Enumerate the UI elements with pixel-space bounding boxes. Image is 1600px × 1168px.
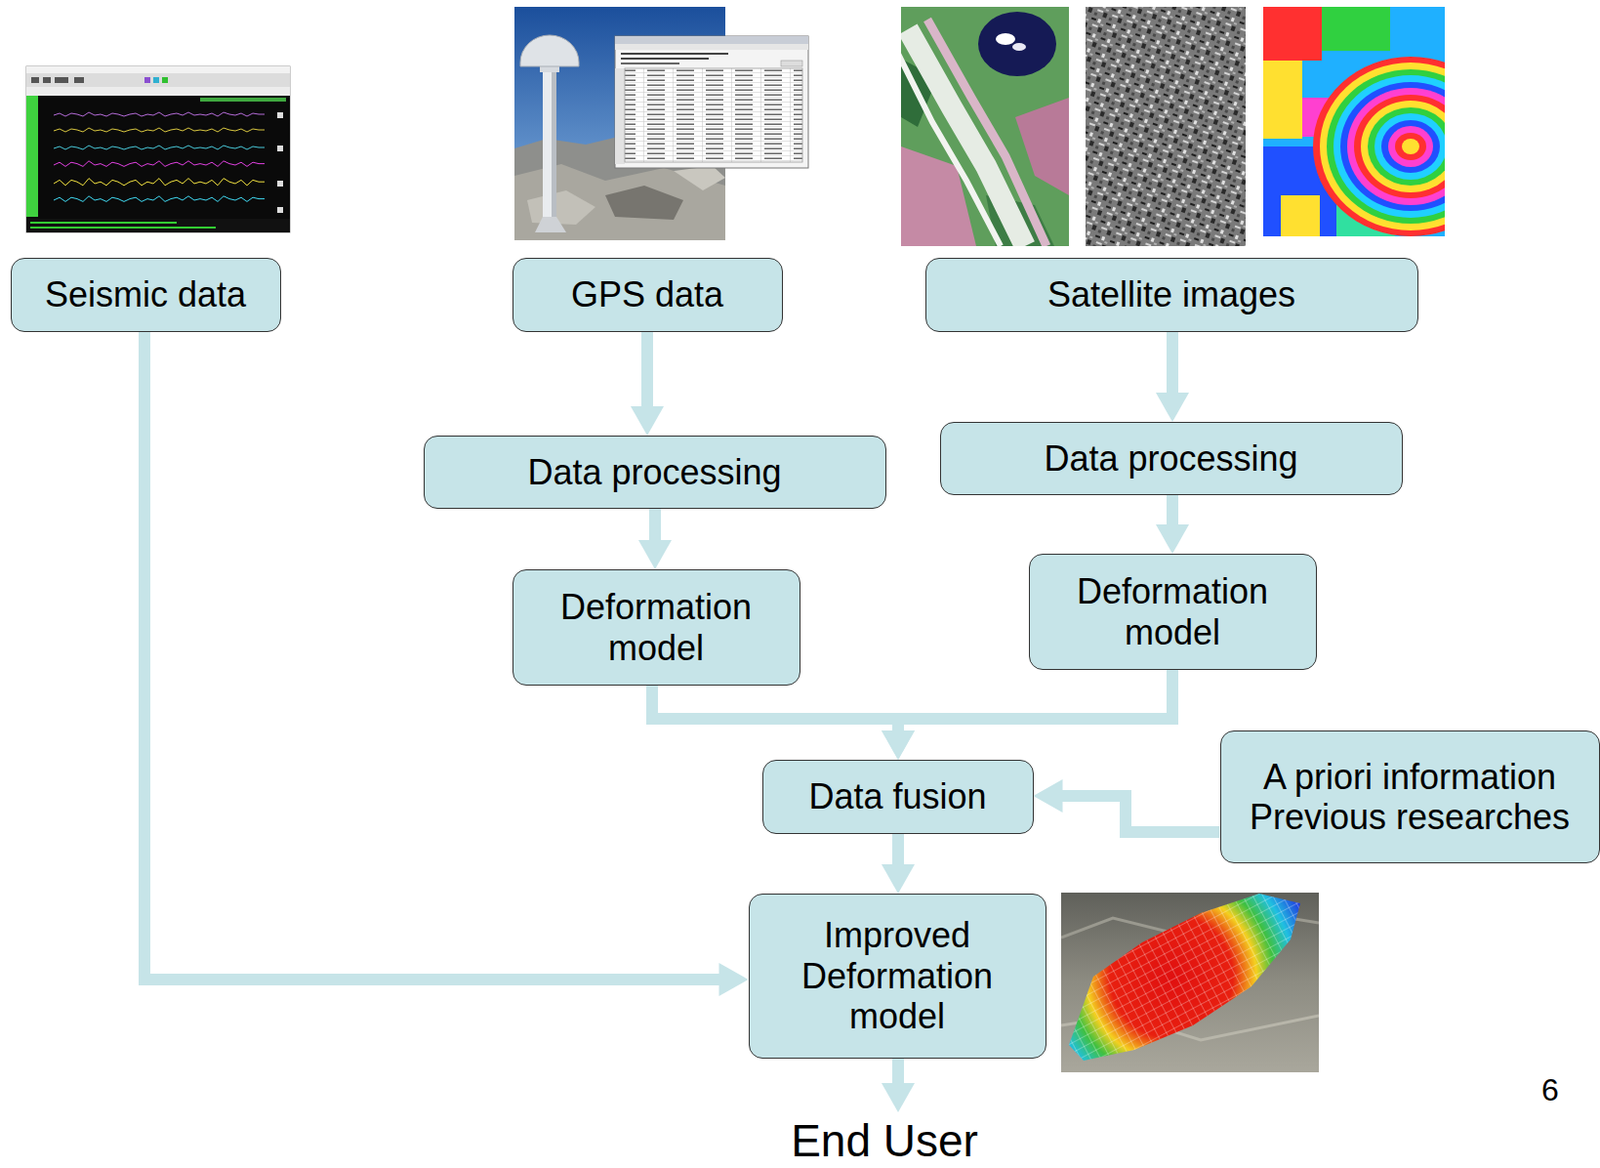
interferogram-image [1263, 6, 1445, 237]
arrow-head [1033, 779, 1064, 813]
box-text: A priori information Previous researches [1234, 756, 1586, 838]
arrow-shaft [652, 685, 899, 735]
arrow-shaft [1166, 331, 1179, 397]
flow-arrow [881, 833, 915, 894]
flow-arrow [1155, 331, 1190, 422]
process-box: GPS data [512, 257, 783, 332]
arrow-head [1155, 524, 1190, 554]
box-text: Improved Deformation model [763, 914, 1032, 1036]
flow-arrow [1155, 494, 1190, 554]
box-text: Satellite images [940, 274, 1404, 315]
process-box: Improved Deformation model [748, 893, 1047, 1059]
arrow-head [881, 730, 915, 760]
box-text: GPS data [527, 274, 769, 315]
process-box: Data processing [940, 421, 1403, 495]
process-box: Data processing [423, 435, 887, 509]
arrow-shaft [649, 508, 661, 544]
box-text: Data processing [954, 438, 1389, 479]
arrow-shaft [641, 331, 654, 411]
process-box: Data fusion [762, 759, 1034, 834]
arrow-head [881, 863, 915, 894]
flow-arrow [881, 669, 1173, 760]
process-box: Seismic data [10, 257, 282, 332]
flow-arrow [652, 685, 915, 760]
arrow-head [638, 539, 672, 570]
process-box: A priori information Previous researches [1220, 730, 1600, 863]
output-arrow [881, 1058, 915, 1112]
arrow-head [881, 730, 915, 760]
arrow-shaft [1059, 795, 1221, 832]
arrow-head [719, 962, 749, 996]
flow-arrow [1033, 779, 1221, 832]
output-label: End User [790, 1117, 979, 1163]
process-box: Deformation model [512, 569, 801, 686]
arrow-head [630, 406, 664, 436]
box-text: Deformation model [527, 586, 786, 668]
box-text: Deformation model [1043, 571, 1303, 653]
flow-arrow [630, 331, 664, 436]
arrow-shaft [1166, 494, 1179, 529]
box-text: Data fusion [777, 776, 1020, 817]
page-number: 6 [1541, 1073, 1559, 1106]
box-text: Seismic data [25, 274, 267, 315]
deformation-3d-image [1061, 892, 1319, 1072]
box-text: Data processing [438, 451, 872, 493]
process-box: Deformation model [1028, 553, 1317, 670]
process-box: Satellite images [925, 257, 1419, 332]
arrow-head [1155, 392, 1190, 422]
satellite-optical-image [901, 6, 1069, 247]
gps-station-photo [514, 6, 809, 241]
flow-arrow [638, 508, 672, 570]
arrow-shaft [892, 833, 904, 868]
satellite-radar-image [1085, 6, 1246, 247]
arrow-shaft [898, 669, 1173, 735]
seismograph-screenshot [26, 66, 290, 233]
